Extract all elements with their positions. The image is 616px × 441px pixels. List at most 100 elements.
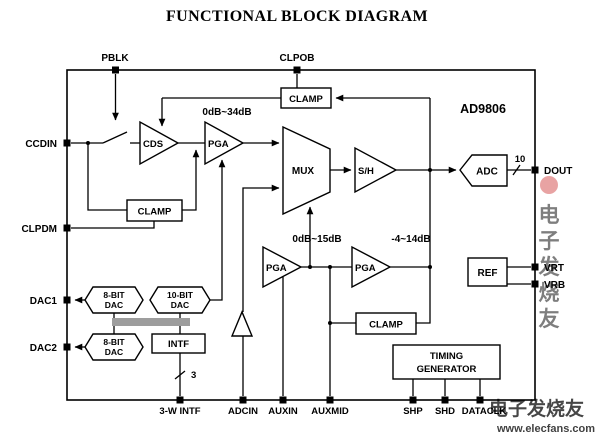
watermark-vertical-char: 友 [539,307,560,331]
pin-vrt [531,263,539,271]
wire-clamp-top-feed [162,97,281,126]
pin-label-dac2: DAC2 [30,343,58,354]
pin-dataclk [476,396,484,404]
wire-buffer-mux [242,184,280,312]
pin-clpob [293,66,301,74]
pga-aux2-label: PGA [355,263,376,274]
pin-shp [409,396,417,404]
dac-10bit-label-2: DAC [171,300,189,310]
dac-10bit [149,286,211,314]
gain-main-label: 0dB~34dB [202,107,251,118]
pin-label-clpob: CLPOB [280,53,315,64]
pin-dac2 [63,343,71,351]
pin-squares [63,66,539,404]
dac-10bit-label-1: 10-BIT [167,290,194,300]
pin-label-auxmid: AUXMID [311,406,349,417]
bus-slash [174,370,186,380]
cds-amplifier [139,120,180,166]
pin-label-shd: SHD [435,406,455,417]
dout-bus-width: 10 [515,154,526,165]
pin-label-ccdin: CCDIN [25,139,57,150]
bus-slash [512,164,521,176]
dac-8bit-1-label-1: 8-BIT [103,290,125,300]
pin-dout [531,166,539,174]
pin-label-dataclk: DATACLK [462,406,507,417]
timing-label-1: TIMING [430,351,463,362]
pin-label-auxin: AUXIN [268,406,298,417]
page-title: FUNCTIONAL BLOCK DIAGRAM [166,8,428,25]
intf-bus-width: 3 [191,370,196,381]
gain-aux2-label: -4~14dB [391,234,430,245]
gain-aux1-label: 0dB~15dB [292,234,341,245]
chip-boundary [66,69,536,401]
pin-pblk [112,66,119,74]
timing-label-2: GENERATOR [417,364,477,375]
mux-block [282,125,331,216]
pin-adcin [239,396,247,404]
pin-shd [441,396,449,404]
pga-main-amplifier [204,120,245,166]
watermark-vertical-char: 烧 [539,281,560,305]
pin-label-adcin: ADCIN [228,406,258,417]
intf-label: INTF [168,339,189,350]
dac-8bit-2 [84,333,144,361]
wire-feedback-vertical [416,98,431,324]
wire-dac10-pga [210,159,226,301]
dac-8bit-1-label-2: DAC [105,300,123,310]
ref-label: REF [478,268,498,279]
pin-ccdin [63,139,71,147]
pin-dac1 [63,296,71,304]
pga-aux1-label: PGA [266,263,287,274]
watermark-brand: 电子发烧友 [489,397,584,420]
buffer-amplifier [230,310,254,337]
wire-clamp-mid-out [182,149,200,211]
pga-aux2-amplifier [351,245,392,289]
cds-label: CDS [143,139,163,150]
chip-name: AD9806 [460,102,506,116]
adc-label: ADC [476,167,498,178]
pin-clpdm [63,224,71,232]
wiring [71,74,531,396]
pin-auxmid [326,396,334,404]
pin-label-clpdm: CLPDM [21,224,57,235]
pin-label-vrb: VRB [544,280,565,291]
sample-hold-label: S/H [358,166,374,177]
adc-block [459,154,508,187]
pin-vrb [531,280,539,288]
pin-label-dac1: DAC1 [30,296,58,307]
pin-label-3w-intf: 3-W INTF [159,406,200,417]
clamp-mid-label: CLAMP [138,207,172,218]
pin-labels: PBLK CLPOB CCDIN CLPDM DAC1 DAC2 DOUT VR… [21,53,572,417]
pin-label-pblk: PBLK [101,53,129,64]
timing-generator-block [392,344,501,380]
ref-block [467,257,508,287]
clamp-mid-block [126,199,183,222]
pin-auxin [279,396,287,404]
mux-label: MUX [292,166,315,177]
pin-3w-intf [176,396,184,404]
watermark: 电 子 发 烧 友 电子发烧友 www.elecfans.com [489,176,595,435]
sample-hold-block [354,146,398,194]
pga-main-label: PGA [208,139,229,150]
watermark-vertical-char: 子 [539,229,560,253]
dac-8bit-2-label-2: DAC [105,347,123,357]
clamp-aux-label: CLAMP [369,320,403,331]
pin-label-vrt: VRT [544,263,564,274]
internal-bus-bar [112,318,190,326]
pga-aux1-amplifier [262,245,303,289]
clamp-top-block [280,87,332,109]
watermark-logo [540,176,558,194]
pin-label-shp: SHP [403,406,423,417]
dac-8bit-1 [84,286,144,314]
watermark-vertical-char: 电 [539,203,560,227]
wire-clamp-mid-in [87,143,127,211]
watermark-vertical-char: 发 [538,255,561,279]
dac-8bit-2-label-1: 8-BIT [103,337,125,347]
intf-block [151,333,206,354]
pblk-switch-blade [102,131,128,144]
clamp-top-label: CLAMP [289,94,323,105]
clamp-aux-block [355,312,417,335]
wire-clpdm [71,221,155,229]
